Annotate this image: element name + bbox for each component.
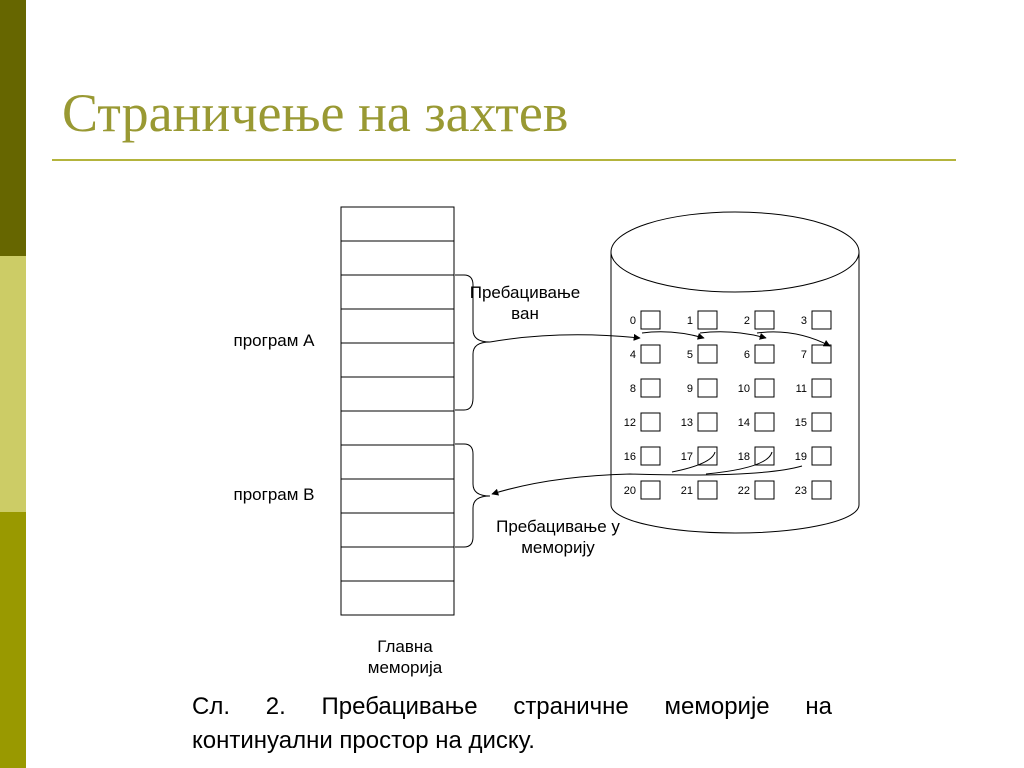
slide-title: Страничење на захтев bbox=[62, 83, 569, 143]
disk-page-number: 9 bbox=[687, 383, 693, 395]
disk-page-slot bbox=[697, 412, 718, 432]
disk-page-slot bbox=[754, 412, 775, 432]
disk-page-number: 0 bbox=[630, 315, 636, 327]
disk-page-number: 20 bbox=[624, 485, 636, 497]
program-b-label: програм B bbox=[233, 485, 315, 504]
disk-page-slot bbox=[754, 344, 775, 364]
disk-page-number: 19 bbox=[795, 451, 807, 463]
disk-page-slot bbox=[811, 412, 832, 432]
disk-page-slot bbox=[754, 310, 775, 330]
disk-page-slot bbox=[697, 310, 718, 330]
disk-page-slot bbox=[640, 412, 661, 432]
disk-page-slot bbox=[640, 446, 661, 466]
disk-page-slot bbox=[697, 378, 718, 398]
title-underline bbox=[52, 159, 956, 161]
disk-page-slot bbox=[811, 446, 832, 466]
disk-page-number: 12 bbox=[624, 417, 636, 429]
disk-page-slot bbox=[811, 310, 832, 330]
disk-page-slot bbox=[640, 310, 661, 330]
main-memory-label: Главна меморија bbox=[367, 637, 443, 677]
disk-page-number: 10 bbox=[738, 383, 750, 395]
disk-page-number: 22 bbox=[738, 485, 750, 497]
memory-frame bbox=[340, 206, 455, 242]
memory-frame bbox=[340, 478, 455, 514]
memory-frame bbox=[340, 512, 455, 548]
disk-page-number: 4 bbox=[630, 349, 636, 361]
swap-in-arrows bbox=[491, 451, 803, 496]
disk-page-slot bbox=[754, 446, 775, 466]
disk-page-number: 6 bbox=[744, 349, 750, 361]
disk-page-number: 15 bbox=[795, 417, 807, 429]
swap-in-label: Пребацивање у меморију bbox=[496, 517, 620, 557]
memory-frame bbox=[340, 240, 455, 276]
disk-page-slot bbox=[754, 378, 775, 398]
disk-cylinder bbox=[610, 211, 860, 534]
disk-page-number: 1 bbox=[687, 315, 693, 327]
disk-page-slot bbox=[754, 480, 775, 500]
disk-page-number: 13 bbox=[681, 417, 693, 429]
figure-caption: Сл. 2. Пребацивање страничне меморије на… bbox=[192, 693, 832, 754]
disk-page-slot bbox=[811, 378, 832, 398]
disk-page-slot bbox=[640, 344, 661, 364]
program-a-label: програм A bbox=[233, 331, 315, 350]
disk-page-number: 11 bbox=[796, 383, 807, 395]
disk-page-number: 8 bbox=[630, 383, 636, 395]
disk-page-number: 18 bbox=[738, 451, 750, 463]
swap-out-label: Пребацивање ван bbox=[469, 283, 581, 323]
memory-frame bbox=[340, 444, 455, 480]
memory-frame bbox=[340, 410, 455, 446]
program-b-brace bbox=[455, 443, 491, 548]
swap-out-arrows bbox=[489, 331, 831, 347]
disk-page-number: 21 bbox=[681, 485, 693, 497]
main-memory-column bbox=[340, 206, 455, 616]
disk-page-slot bbox=[811, 480, 832, 500]
disk-page-number: 14 bbox=[738, 417, 750, 429]
disk-page-number: 2 bbox=[744, 315, 750, 327]
disk-page-slot bbox=[697, 446, 718, 466]
decor-stripe-middle bbox=[0, 256, 26, 512]
disk-page-slot bbox=[640, 480, 661, 500]
disk-page-slot bbox=[640, 378, 661, 398]
memory-frame bbox=[340, 376, 455, 412]
disk-page-number: 16 bbox=[624, 451, 636, 463]
decor-stripe-bottom bbox=[0, 512, 26, 768]
memory-frame bbox=[340, 342, 455, 378]
memory-frame bbox=[340, 274, 455, 310]
memory-frame bbox=[340, 546, 455, 582]
disk-page-number: 7 bbox=[801, 349, 807, 361]
disk-page-number: 17 bbox=[681, 451, 693, 463]
disk-page-number: 5 bbox=[687, 349, 693, 361]
disk-page-slot bbox=[697, 480, 718, 500]
disk-page-number: 23 bbox=[795, 485, 807, 497]
memory-frame bbox=[340, 308, 455, 344]
disk-page-number: 3 bbox=[801, 315, 807, 327]
memory-frame bbox=[340, 580, 455, 616]
disk-page-slot bbox=[811, 344, 832, 364]
disk-page-slot bbox=[697, 344, 718, 364]
decor-stripe-top bbox=[0, 0, 26, 256]
